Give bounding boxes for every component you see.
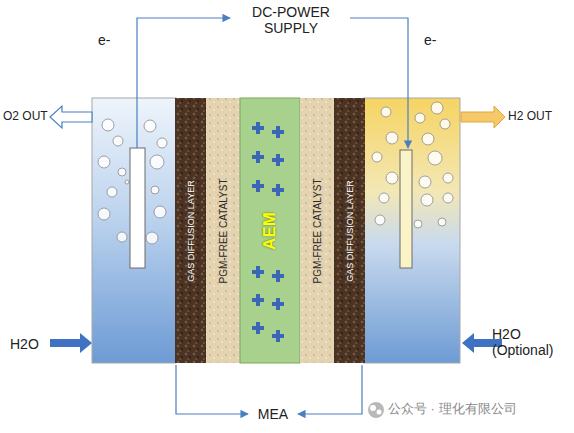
band-label: AEM [260, 212, 280, 250]
assembly-label: MEA [250, 406, 296, 422]
catalyst-band [206, 98, 240, 363]
inlet-label: H2O (Optional) [492, 326, 570, 358]
power-supply-label: DC-POWER SUPPLY [236, 4, 346, 36]
band-label: GAS DIFFUSION LAYER [186, 180, 196, 281]
gdl-band [175, 98, 206, 363]
gdl-band [334, 98, 365, 363]
catalyst-band: PGM-FREE CATALYST [300, 98, 334, 363]
band-label: PGM-FREE CATALYST [312, 178, 323, 283]
water-inlet-arrow [50, 333, 92, 353]
catalyst-band: PGM-FREE CATALYST [206, 98, 240, 363]
watermark-icon [368, 402, 384, 418]
electron-label: e- [98, 32, 128, 48]
catalyst-band [300, 98, 334, 363]
membrane-band: AEM [240, 98, 300, 363]
watermark-icon [370, 405, 376, 411]
oxygen-outlet-arrow [50, 106, 92, 128]
power-wires [137, 18, 408, 148]
watermark-icon [377, 410, 382, 415]
cathode-chamber [364, 98, 460, 363]
band-label: PGM-FREE CATALYST [218, 178, 229, 283]
outlet-label: O2 OUT [3, 110, 63, 124]
anode-chamber [92, 98, 176, 363]
cathode-electrode [400, 150, 412, 268]
band-label: GAS DIFFUSION LAYER [345, 180, 355, 281]
membrane-band [240, 98, 300, 363]
watermark: 公众号 · 理化有限公司 [388, 402, 572, 417]
electron-label: e- [424, 32, 454, 48]
hydrogen-outlet-arrow [461, 106, 505, 128]
gdl-band: GAS DIFFUSION LAYER [334, 98, 365, 363]
inlet-label: H2O [10, 336, 50, 352]
anode-electrode [130, 148, 145, 268]
hydroxide-ions [252, 122, 284, 342]
outlet-label: H2 OUT [508, 110, 572, 124]
gdl-band: GAS DIFFUSION LAYER [175, 98, 206, 363]
